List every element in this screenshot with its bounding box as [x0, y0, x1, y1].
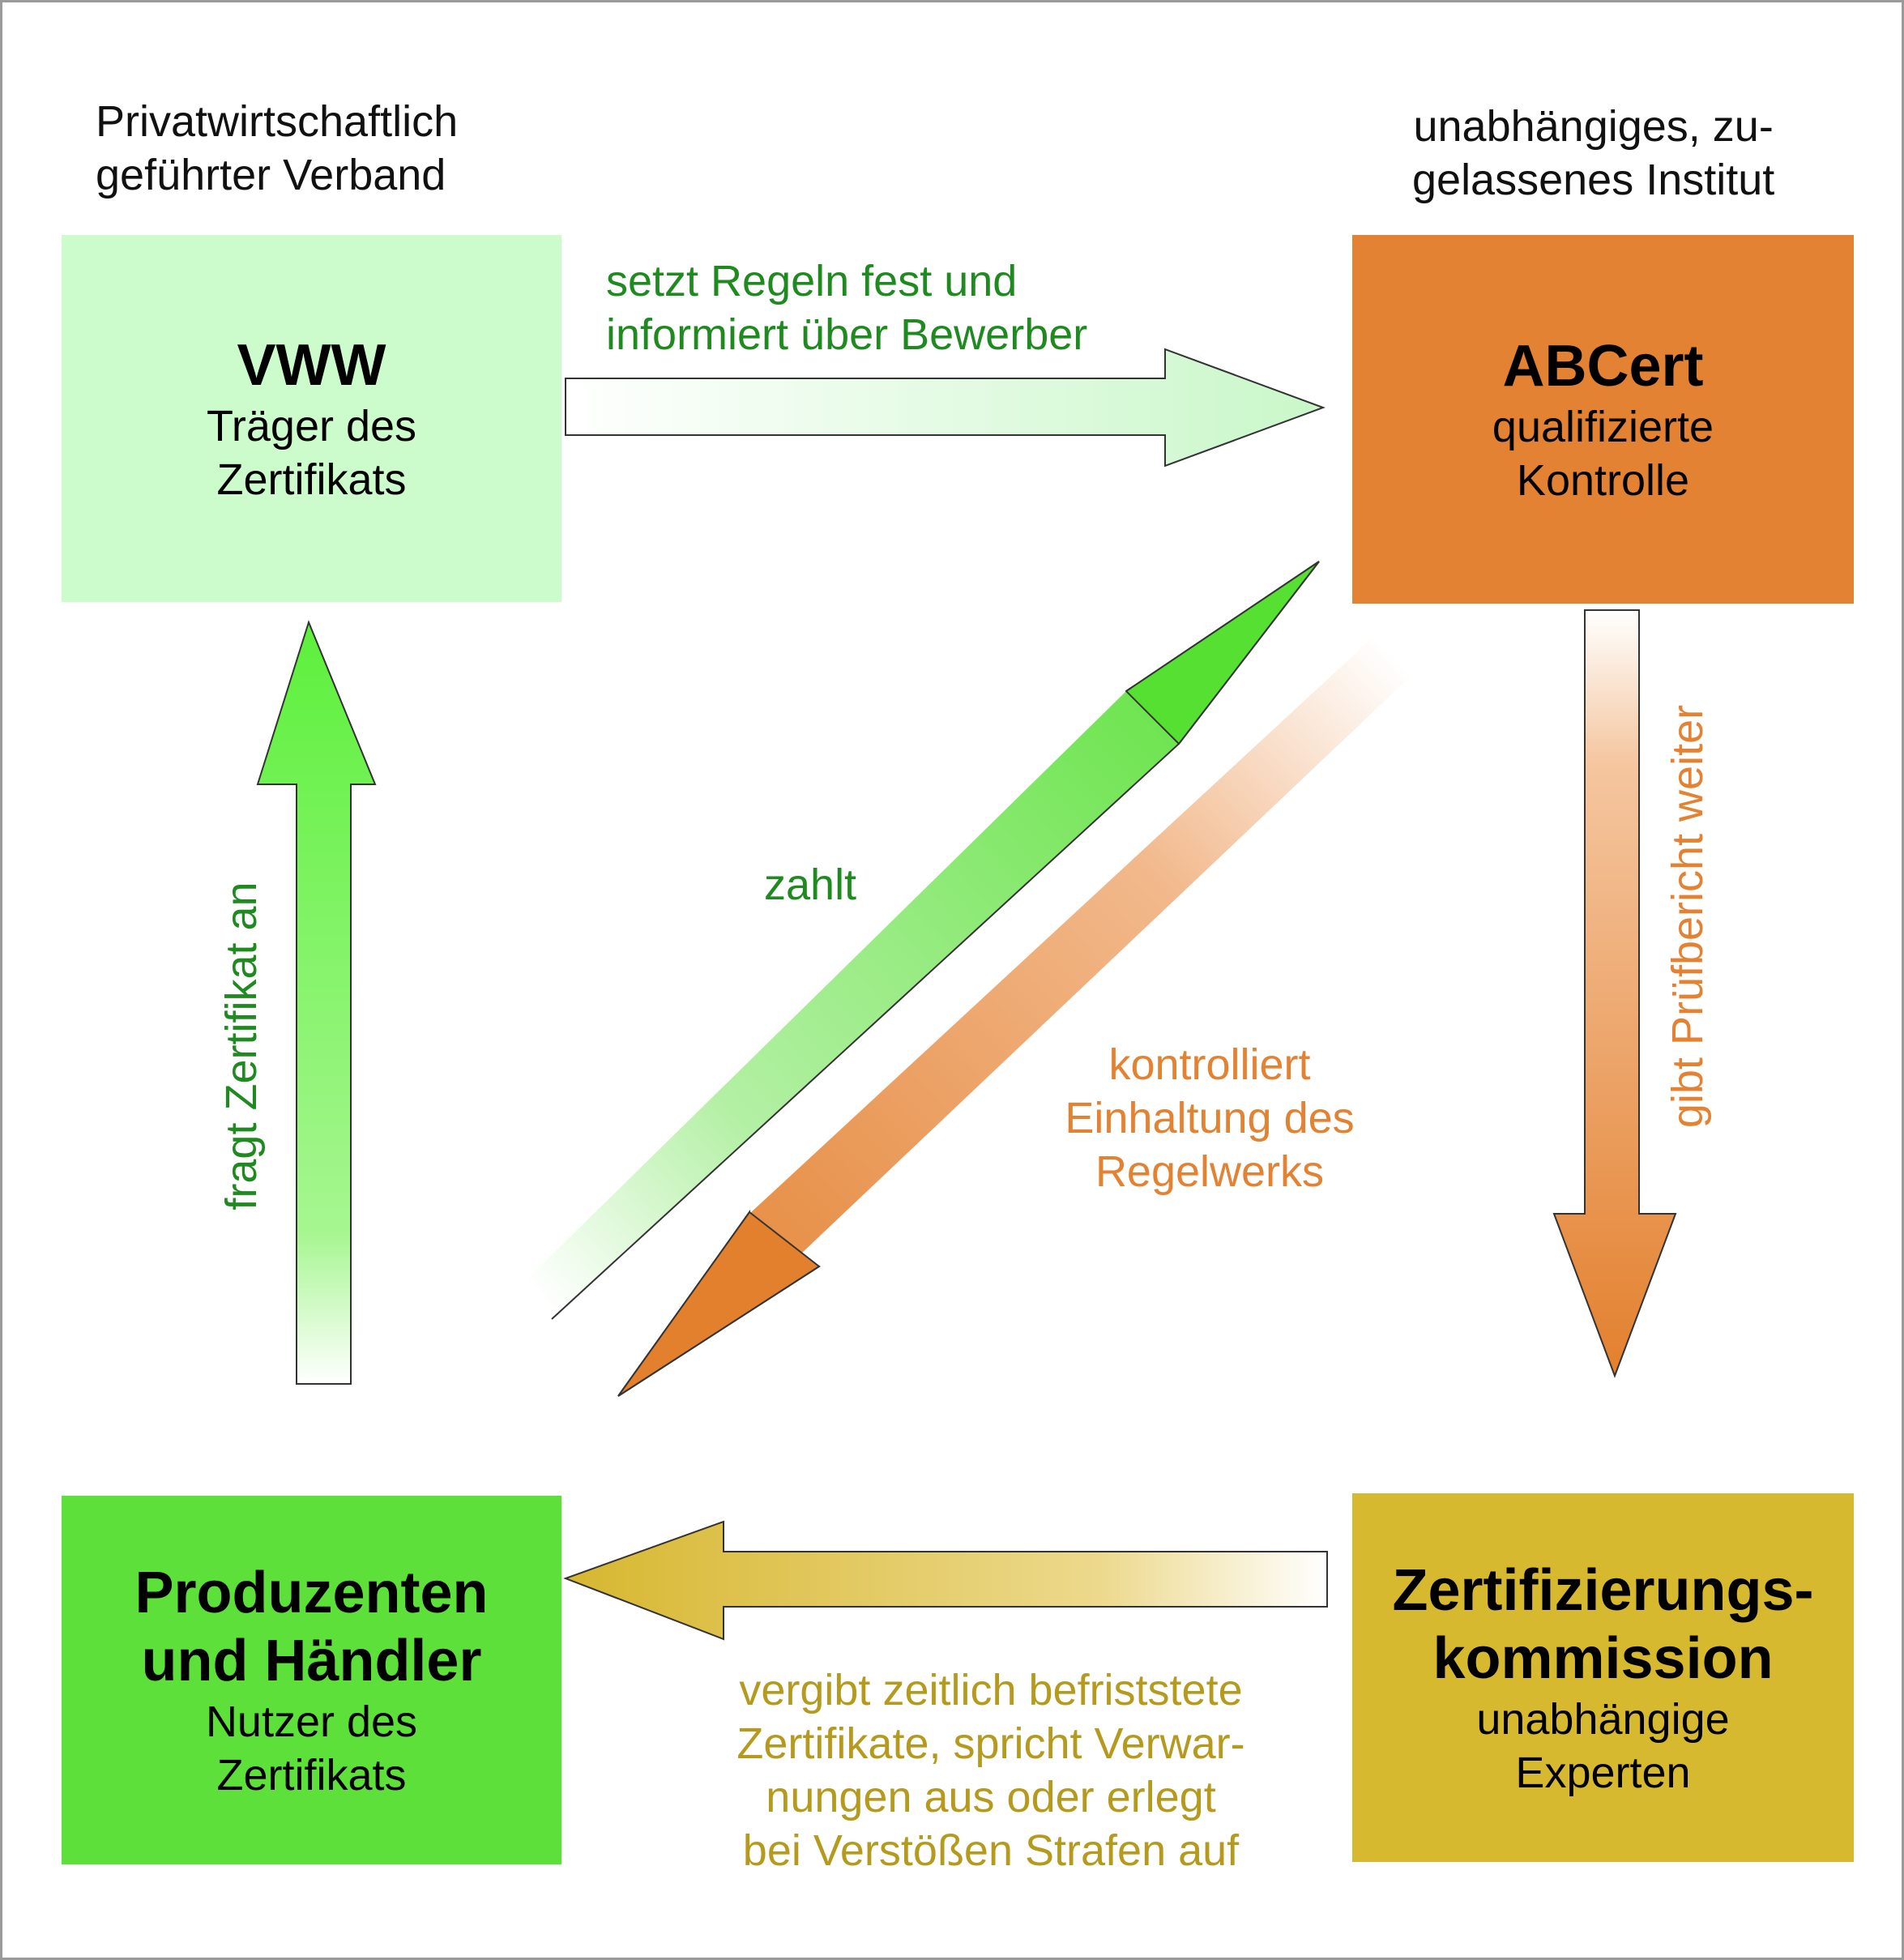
vww-subtitle: Träger des Zertifikats: [206, 401, 417, 504]
label-vergibt-zertifikate: vergibt zeitlich befriststete Zertifikat…: [736, 1666, 1245, 1875]
note-unabhaengiges-institut: unabhängiges, zu- gelassenes Institut: [1412, 102, 1775, 204]
label-fragt-zertifikat: fragt Zertifikat an: [217, 882, 266, 1211]
arrow-produzenten-to-vww: [256, 620, 377, 1385]
vww-title: VWW: [237, 332, 386, 398]
arrow-abcert-to-produzenten: [749, 638, 1412, 1254]
label-kontrolliert: kontrolliert Einhaltung des Regelwerks: [1065, 1040, 1355, 1196]
box-kommission: Zertifizierungs- kommission unabhängige …: [1352, 1493, 1854, 1862]
label-gibt-pruefbericht: gibt Prüfbericht weiter: [1663, 704, 1712, 1129]
arrow-kommission-to-produzenten: [563, 1520, 1328, 1641]
label-setzt-regeln: setzt Regeln fest und informiert über Be…: [606, 257, 1088, 359]
box-vww: VWW Träger des Zertifikats: [62, 235, 561, 602]
abcert-title: ABCert: [1502, 333, 1704, 399]
arrow-kontrolliert-head: [617, 1211, 821, 1397]
box-abcert: ABCert qualifizierte Kontrolle: [1352, 235, 1854, 604]
arrow-vww-to-abcert: [565, 348, 1326, 468]
arrow-produzenten-to-abcert: [521, 691, 1179, 1319]
arrow-zahlt-head: [1125, 561, 1320, 745]
note-privatwirtschaftlich: Privatwirtschaftlich geführter Verband: [96, 97, 459, 199]
arrow-abcert-to-kommission: [1552, 609, 1677, 1378]
label-zahlt: zahlt: [764, 860, 857, 909]
box-produzenten: Produzenten und Händler Nutzer des Zerti…: [62, 1496, 561, 1864]
abcert-subtitle: qualifizierte Kontrolle: [1492, 402, 1714, 505]
kommission-title: Zertifizierungs- kommission: [1392, 1557, 1814, 1691]
produzenten-title: Produzenten und Händler: [134, 1560, 489, 1693]
produzenten-subtitle: Nutzer des Zertifikats: [205, 1697, 418, 1800]
kommission-subtitle: unabhängige Experten: [1476, 1694, 1730, 1797]
